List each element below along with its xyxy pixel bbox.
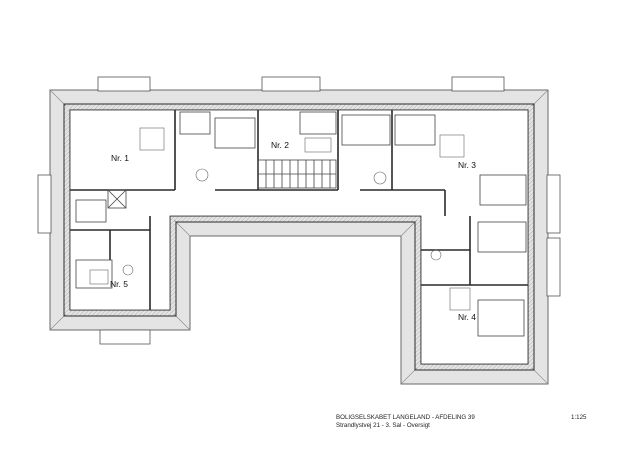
- unit-label-nr3: Nr. 3: [458, 160, 476, 170]
- unit-label-nr1: Nr. 1: [111, 153, 129, 163]
- room-partitions: [75, 111, 527, 337]
- roof-hip-lines: [49, 89, 549, 385]
- unit-label-nr4: Nr. 4: [458, 312, 476, 322]
- floor-area: [69, 109, 529, 365]
- unit-label-nr5: Nr. 5: [110, 279, 128, 289]
- unit-label-nr2: Nr. 2: [271, 140, 289, 150]
- scale-label: 1:125: [571, 414, 587, 421]
- title-line-2: Strandlystvej 21 - 3. Sal - Oversigt: [336, 422, 430, 429]
- furniture: [89, 127, 471, 311]
- roof-dormers: [37, 76, 561, 345]
- title-line-1: BOLIGSELSKABET LANGELAND - AFDELING 39: [336, 414, 475, 421]
- title-block: BOLIGSELSKABET LANGELAND - AFDELING 39 S…: [336, 414, 475, 430]
